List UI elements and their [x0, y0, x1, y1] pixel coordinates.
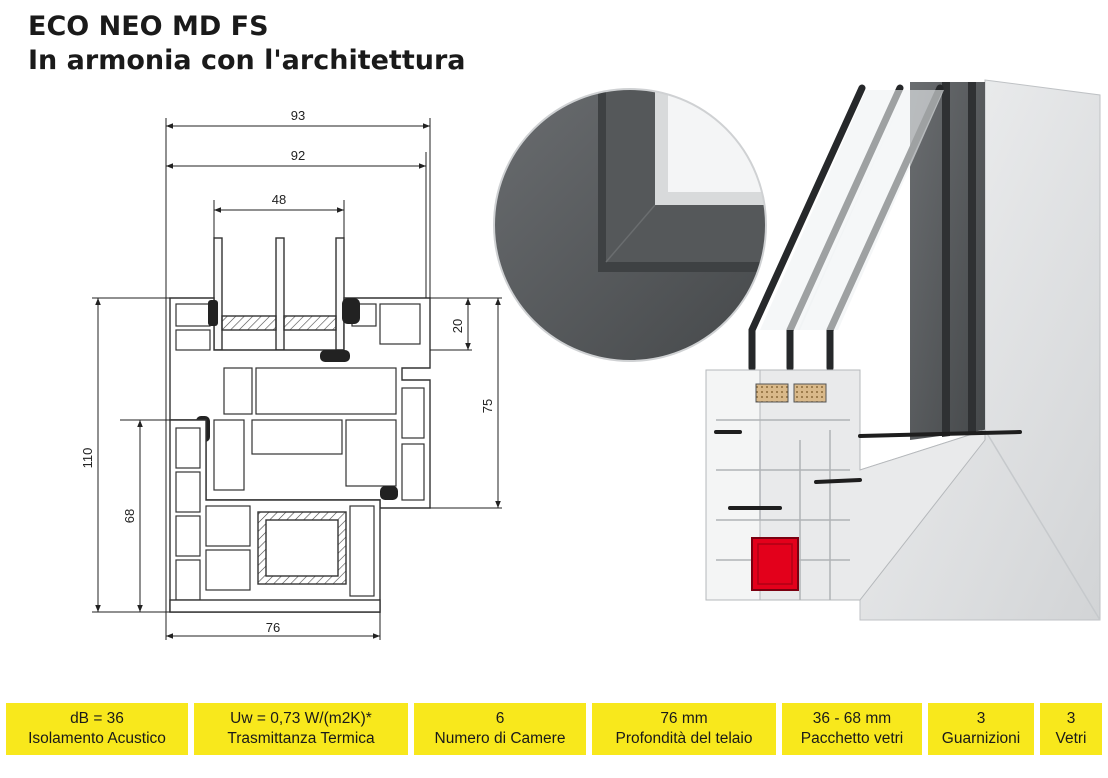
- spec-value: 3: [1066, 710, 1076, 727]
- spec-label: Trasmittanza Termica: [227, 730, 375, 747]
- spec-label: Numero di Camere: [434, 730, 566, 747]
- spec-bar: dB = 36 Isolamento Acustico Uw = 0,73 W/…: [6, 703, 1102, 755]
- glass-panes: [213, 237, 345, 351]
- spec-label: Isolamento Acustico: [28, 730, 166, 747]
- page-title: ECO NEO MD FS: [28, 11, 269, 42]
- spec-glazing: 36 - 68 mm Pacchetto vetri: [782, 703, 922, 755]
- spec-value: 36 - 68 mm: [812, 710, 892, 727]
- dim-right-short: 20: [450, 319, 465, 333]
- spec-chambers: 6 Numero di Camere: [414, 703, 586, 755]
- dimension-lines: [92, 118, 502, 640]
- spec-acoustic: dB = 36 Isolamento Acustico: [6, 703, 188, 755]
- dim-bottom: 76: [266, 620, 280, 635]
- spec-value: dB = 36: [70, 710, 124, 727]
- spec-value: 76 mm: [660, 710, 708, 727]
- dim-glass: 48: [272, 192, 286, 207]
- spec-label: Pacchetto vetri: [800, 730, 904, 747]
- dimension-labels: 93 92 48 76 110 68 20 75: [80, 108, 495, 635]
- technical-drawing: 93 92 48 76 110 68 20 75: [80, 79, 1101, 640]
- spec-value: Uw = 0,73 W/(m2K)*: [230, 710, 372, 727]
- spec-depth: 76 mm Profondità del telaio: [592, 703, 776, 755]
- dim-right-long: 75: [480, 399, 495, 413]
- red-reinforcement: [751, 537, 799, 591]
- corner-render: [705, 79, 1101, 621]
- spec-glass: 3 Vetri: [1040, 703, 1102, 755]
- page-subtitle: In armonia con l'architettura: [28, 45, 466, 76]
- detail-magnifier: [493, 88, 767, 362]
- spec-value: 6: [495, 710, 505, 727]
- dim-left-frame: 68: [122, 509, 137, 523]
- page-header: ECO NEO MD FS In armonia con l'architett…: [28, 10, 465, 78]
- spec-thermal: Uw = 0,73 W/(m2K)* Trasmittanza Termica: [194, 703, 408, 755]
- spec-gaskets: 3 Guarnizioni: [928, 703, 1034, 755]
- spec-label: Guarnizioni: [941, 730, 1021, 747]
- dim-left-total: 110: [80, 448, 95, 469]
- spec-value: 3: [976, 710, 986, 727]
- dim-top-inner: 92: [291, 148, 305, 163]
- cross-section: [169, 237, 431, 613]
- dim-top-outer: 93: [291, 108, 305, 123]
- spec-label: Profondità del telaio: [615, 730, 753, 747]
- spec-label: Vetri: [1055, 730, 1087, 747]
